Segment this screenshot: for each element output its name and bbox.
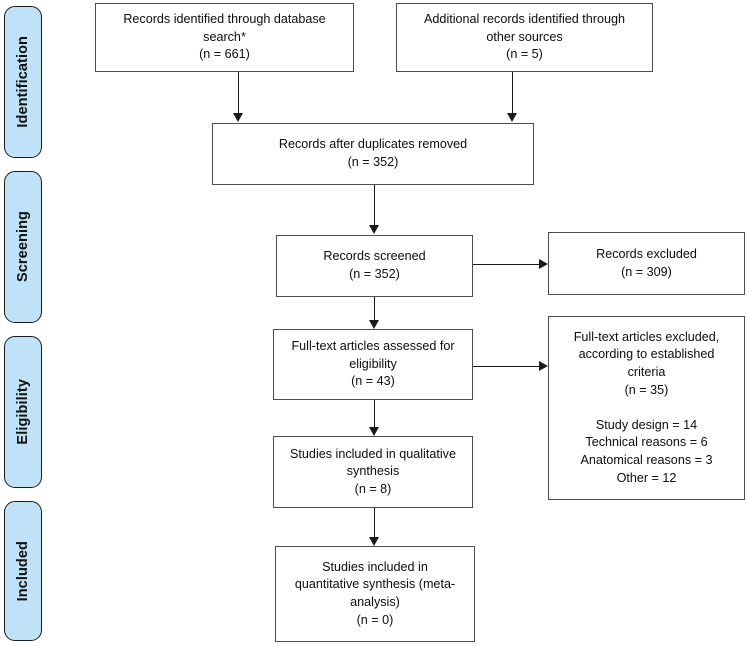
box-records-identified-other: Additional records identified through ot…: [396, 3, 653, 72]
box-records-excluded: Records excluded (n = 309): [548, 232, 745, 295]
box-studies-qualitative-text: Studies included in qualitative synthesi…: [290, 446, 456, 496]
arrow-down-icon-other-to-duplicates: [507, 113, 517, 122]
box-fulltext-excluded-text: Full-text articles excluded, according t…: [573, 329, 720, 485]
stage-pill-identification-label: Identification: [15, 36, 31, 128]
stage-pill-included: Included: [4, 501, 42, 641]
arrow-down-icon-screened-to-fulltext: [369, 320, 379, 329]
arrow-down-icon-duplicates-to-screened: [369, 225, 379, 234]
box-records-identified-other-text: Additional records identified through ot…: [424, 12, 625, 62]
stage-pill-identification: Identification: [4, 6, 42, 158]
connector-qualitative-to-quantitative: [374, 508, 376, 538]
connector-screened-to-fulltext: [374, 297, 376, 321]
box-records-identified-database: Records identified through database sear…: [95, 3, 354, 72]
box-studies-quantitative: Studies included in quantitative synthes…: [275, 546, 475, 642]
stage-pill-eligibility-label: Eligibility: [15, 379, 31, 445]
connector-screened-to-excluded: [473, 264, 540, 266]
box-studies-quantitative-text: Studies included in quantitative synthes…: [294, 559, 456, 627]
arrow-down-icon-fulltext-to-qualitative: [369, 427, 379, 436]
stage-pill-screening-label: Screening: [15, 211, 31, 283]
connector-other-to-duplicates: [512, 72, 514, 115]
box-records-screened-text: Records screened (n = 352): [323, 249, 426, 281]
box-fulltext-assessed-text: Full-text articles assessed for eligibil…: [291, 339, 455, 389]
connector-fulltext-to-qualitative: [374, 400, 376, 428]
stage-pill-included-label: Included: [15, 540, 31, 602]
box-records-identified-database-text: Records identified through database sear…: [123, 12, 326, 62]
box-studies-qualitative: Studies included in qualitative synthesi…: [273, 436, 473, 508]
arrow-down-icon-qualitative-to-quantitative: [369, 537, 379, 546]
arrow-right-icon-screened-to-excluded: [539, 259, 548, 269]
stage-pill-eligibility: Eligibility: [4, 336, 42, 488]
connector-duplicates-to-screened: [374, 185, 376, 226]
box-records-excluded-text: Records excluded (n = 309): [596, 246, 697, 279]
arrow-down-icon-database-to-duplicates: [233, 113, 243, 122]
connector-fulltext-to-excluded: [473, 366, 540, 368]
box-records-after-duplicates-text: Records after duplicates removed (n = 35…: [278, 137, 468, 169]
box-records-after-duplicates: Records after duplicates removed (n = 35…: [212, 123, 534, 185]
arrow-right-icon-fulltext-to-excluded: [539, 361, 548, 371]
box-fulltext-assessed: Full-text articles assessed for eligibil…: [273, 329, 473, 400]
stage-pill-screening: Screening: [4, 171, 42, 323]
box-fulltext-excluded: Full-text articles excluded, according t…: [548, 316, 745, 500]
connector-database-to-duplicates: [238, 72, 240, 115]
box-records-screened: Records screened (n = 352): [276, 235, 473, 297]
